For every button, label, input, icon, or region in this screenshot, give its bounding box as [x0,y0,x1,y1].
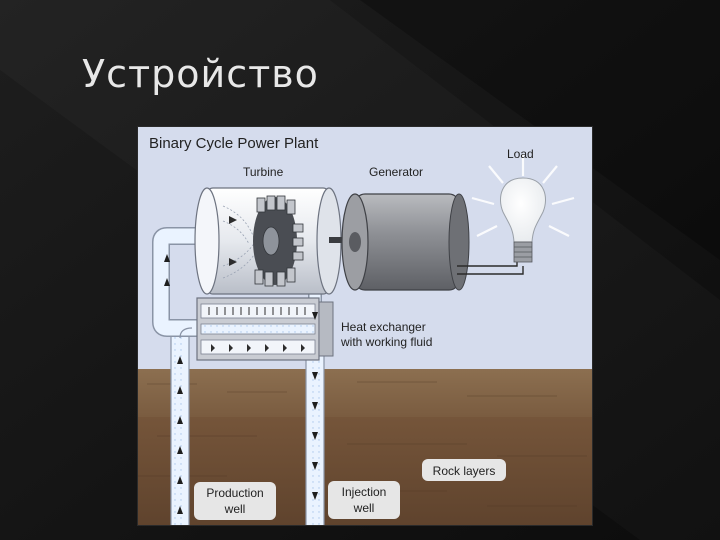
generator-icon [341,193,470,291]
rock-layers-label: Rock layers [433,464,496,478]
production-well-label-box: Production well [194,482,276,520]
heat-exchanger [196,297,334,361]
diagram-canvas: Binary Cycle Power Plant [137,126,593,526]
production-well-label-line1: Production [206,486,263,500]
diagram-title: Binary Cycle Power Plant [149,135,319,152]
rock-layers-label-box: Rock layers [422,459,506,481]
binary-cycle-diagram: Binary Cycle Power Plant [137,126,593,526]
injection-well-label-line2: well [353,501,375,515]
soil-layer [137,369,593,417]
turbine [194,187,342,295]
load-label: Load [507,147,534,161]
heat-exchanger-label-line2: with working fluid [340,335,432,349]
generator-label: Generator [369,165,423,179]
injection-well-label-line1: Injection [342,485,387,499]
turbine-label: Turbine [243,165,284,179]
production-well-label-line2: well [224,502,246,516]
figure-frame [137,126,593,526]
turbine-icon [253,195,304,287]
production-well-pipe [170,335,190,526]
light-bulb-icon [471,154,575,263]
injection-well-pipe [305,305,325,526]
flow-arrow-icon [229,216,237,266]
injection-well-label-box: Injection well [328,481,400,519]
heat-exchanger-label-line1: Heat exchanger [341,320,426,334]
flow-arrows [164,254,318,514]
slide-title: Устройство [82,52,319,96]
